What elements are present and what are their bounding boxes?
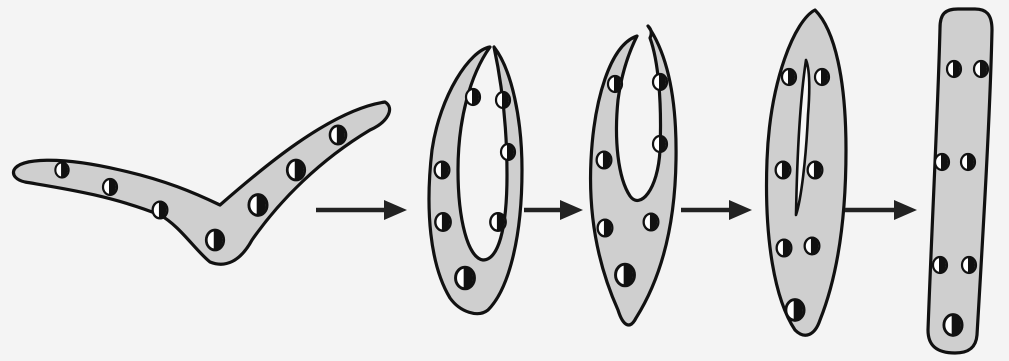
stage-3-closing-cell [591, 26, 677, 325]
stage-4-slit-cell [767, 10, 846, 335]
stage-2-u-cell [429, 47, 522, 314]
stage-5-rod-cell [928, 9, 992, 353]
arrow-3 [681, 200, 752, 220]
arrow-2 [524, 200, 583, 220]
arrow-4 [845, 200, 917, 220]
stage-1-v-cell [13, 102, 389, 264]
arrow-1 [316, 200, 407, 220]
